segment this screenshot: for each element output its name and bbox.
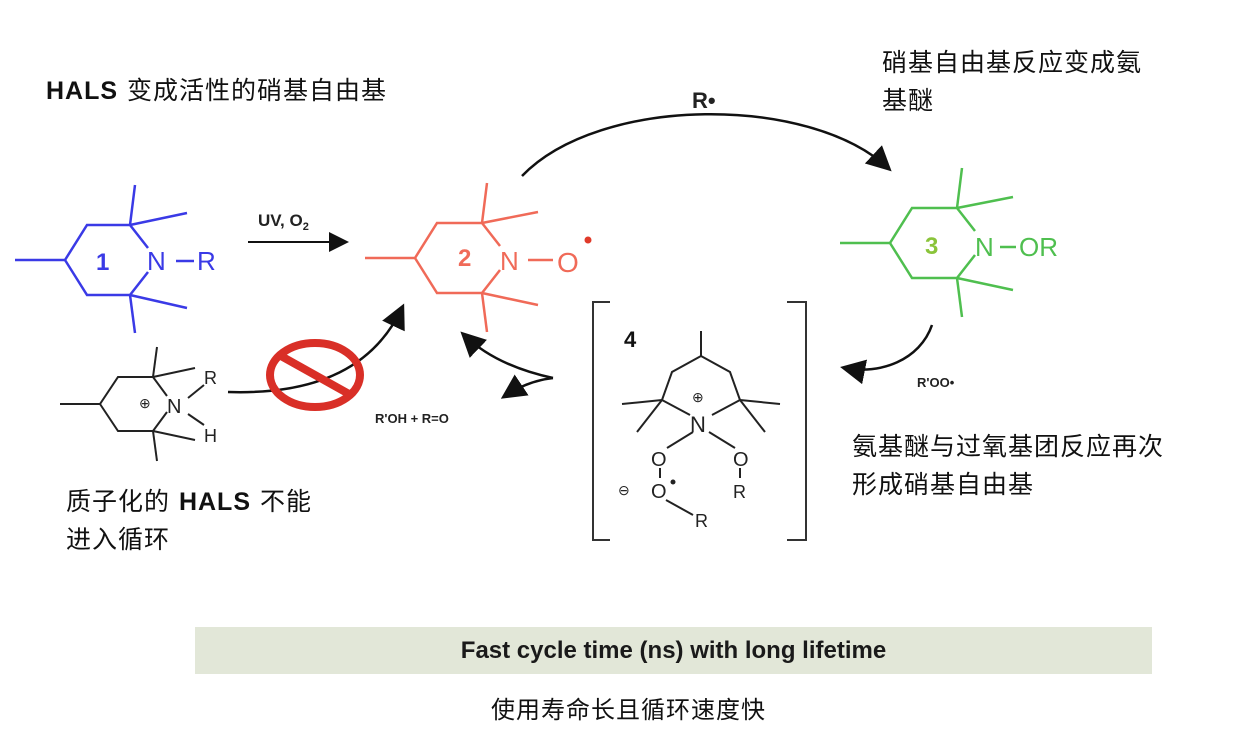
molecule-2 bbox=[365, 182, 553, 333]
summary-banner: Fast cycle time (ns) with long lifetime bbox=[195, 627, 1152, 674]
molecule-2-number: 2 bbox=[458, 245, 471, 272]
annotation-protonated-hals: 质子化的 HALS 不能 进入循环 bbox=[66, 483, 312, 559]
arrow-byproducts bbox=[500, 374, 554, 399]
radical-dot bbox=[584, 236, 592, 244]
annotation-aminoether-regeneration: 氨基醚与过氧基团反应再次 形成硝基自由基 bbox=[852, 428, 1164, 504]
intermediate-bracket bbox=[592, 301, 807, 541]
molecule-3-nitrogen: N bbox=[975, 232, 994, 262]
intermediate-4-minus: ⊖ bbox=[618, 482, 630, 498]
arrow-peroxy bbox=[840, 324, 934, 385]
molecule-1-number: 1 bbox=[96, 249, 109, 276]
molecule-1-nitrogen: N bbox=[147, 246, 166, 276]
prohibited-icon bbox=[266, 339, 364, 411]
annotation-line: 形成硝基自由基 bbox=[852, 470, 1035, 499]
reagent-peroxy: R'OO• bbox=[917, 375, 955, 390]
radical-dot bbox=[670, 479, 676, 485]
protonated-plus: ⊕ bbox=[139, 395, 151, 411]
reagent-byproducts: R'OH + R=O bbox=[375, 411, 449, 426]
hals-activation-text: 变成活性的硝基自由基 bbox=[118, 76, 388, 105]
molecule-3-or: OR bbox=[1019, 232, 1058, 262]
intermediate-4-oxygen: O bbox=[733, 449, 749, 471]
protonated-r: R bbox=[204, 368, 217, 388]
molecule-2-oxygen: O bbox=[557, 247, 579, 278]
banner-text: Fast cycle time (ns) with long lifetime bbox=[460, 637, 887, 664]
intermediate-4-oxygen: O bbox=[651, 481, 667, 503]
protonated-hals bbox=[60, 346, 205, 462]
annotation-line: 氨基醚与过氧基团反应再次 bbox=[852, 432, 1165, 461]
hals-label: HALS bbox=[46, 77, 119, 105]
protonated-h: H bbox=[204, 426, 217, 446]
intermediate-4-plus: ⊕ bbox=[692, 389, 704, 405]
annotation-line: 基醚 bbox=[882, 86, 935, 115]
annotation-text: 质子化的 bbox=[66, 487, 179, 516]
intermediate-4-nitrogen: N bbox=[690, 412, 706, 437]
hals-label: HALS bbox=[178, 488, 252, 516]
annotation-text: 不能 bbox=[251, 487, 312, 516]
annotation-line: 硝基自由基反应变成氨 bbox=[882, 48, 1143, 77]
reagent-r-radical: R• bbox=[692, 88, 716, 113]
summary-subtitle: 使用寿命长且循环速度快 bbox=[491, 696, 766, 724]
annotation-hals-activation: HALS 变成活性的硝基自由基 bbox=[46, 72, 387, 110]
intermediate-4 bbox=[621, 331, 781, 516]
protonated-nitrogen: N bbox=[167, 396, 181, 418]
molecule-2-nitrogen: N bbox=[500, 246, 519, 276]
molecule-1 bbox=[15, 184, 194, 334]
annotation-line: 质子化的 HALS 不能 bbox=[66, 483, 312, 521]
annotation-nitroxyl-to-aminoether: 硝基自由基反应变成氨 基醚 bbox=[882, 44, 1142, 120]
molecule-3-number: 3 bbox=[925, 233, 938, 260]
arrow-r-radical bbox=[521, 112, 892, 177]
reagent-uv-o2: UV, O2 bbox=[258, 211, 309, 233]
intermediate-4-number: 4 bbox=[624, 327, 637, 352]
molecule-1-r: R bbox=[197, 246, 216, 276]
molecule-3 bbox=[840, 167, 1014, 318]
arrow-blocked bbox=[227, 303, 405, 394]
intermediate-4-oxygen: O bbox=[651, 449, 667, 471]
intermediate-4-r: R bbox=[695, 511, 708, 531]
arrow-to-nitroxyl bbox=[460, 331, 554, 380]
intermediate-4-r: R bbox=[733, 482, 746, 502]
annotation-line: 进入循环 bbox=[66, 525, 171, 554]
